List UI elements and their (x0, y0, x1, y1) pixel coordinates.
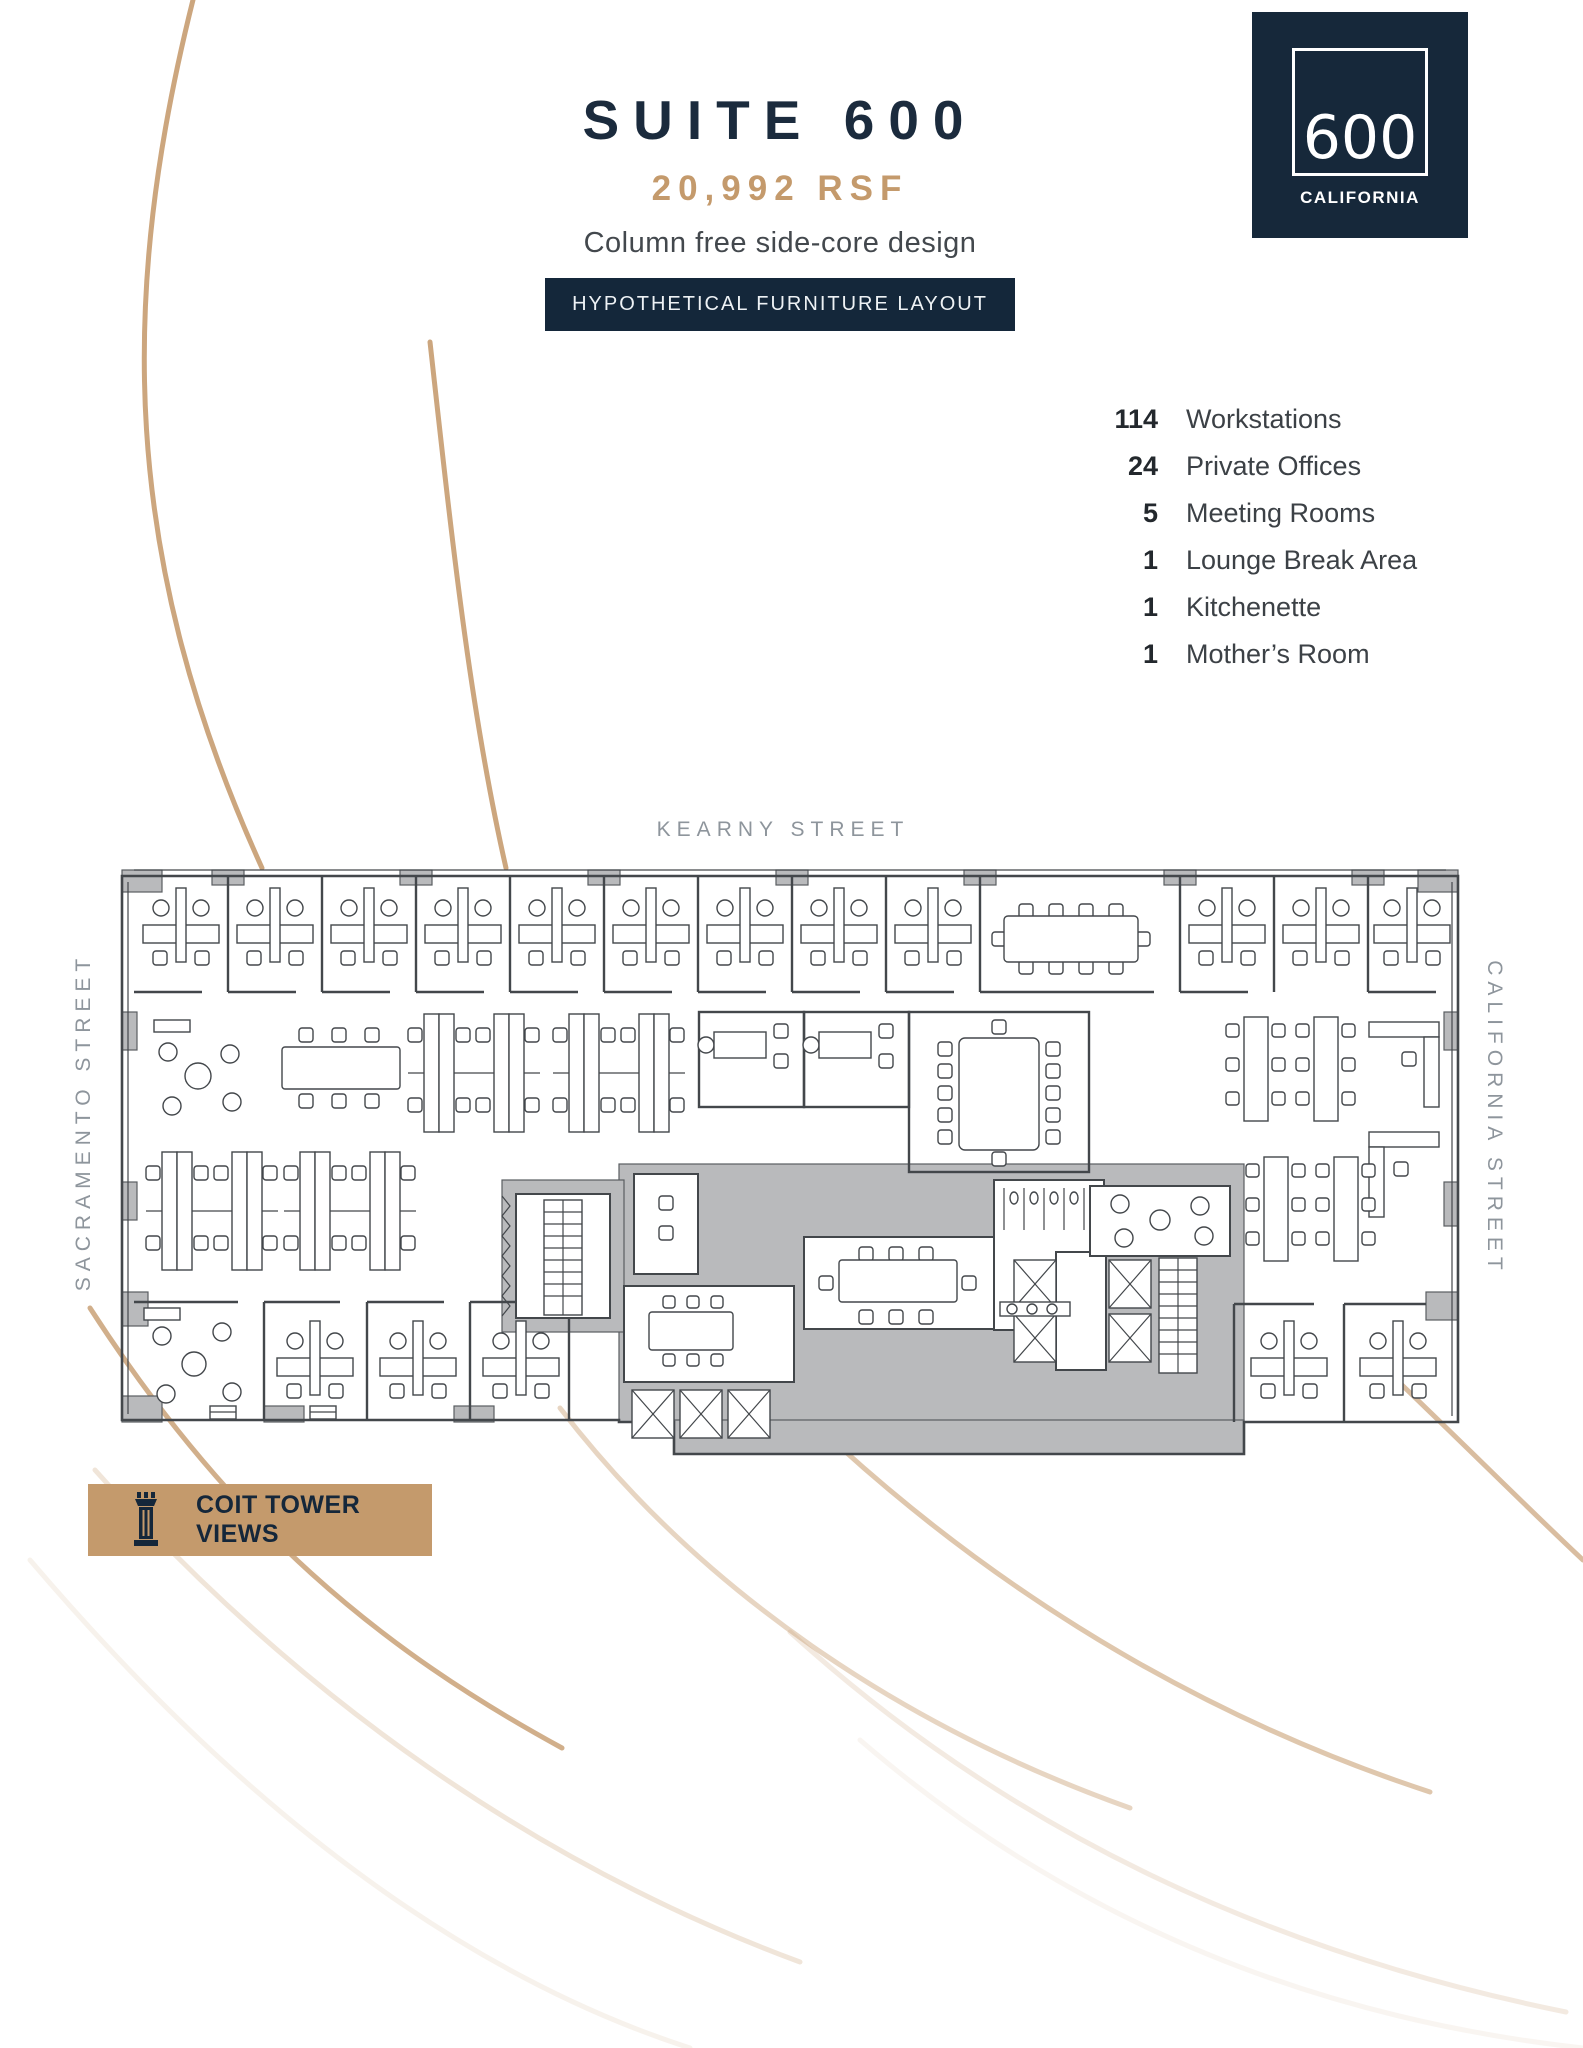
elevator-icon (1013, 1259, 1057, 1309)
stat-value: 1 (1142, 545, 1158, 575)
stat-value: 24 (1127, 451, 1158, 481)
elevator-icon (1108, 1313, 1152, 1363)
kitchenette (648, 1295, 734, 1367)
page-title: SUITE 600 (582, 89, 978, 151)
conference-room-top (991, 903, 1151, 975)
small-office-2 (802, 1023, 894, 1069)
rsf-value: 20,992 RSF (651, 169, 909, 208)
arc-through-badge (87, 1305, 565, 1751)
stat-value: 114 (1114, 404, 1158, 434)
stat-value: 1 (1142, 592, 1158, 622)
stats-list: 114 Workstations 24 Private Offices 5 Me… (1080, 404, 1417, 686)
header: SUITE 600 20,992 RSF Column free side-co… (455, 88, 1105, 331)
vertical-circulation (501, 1195, 1198, 1439)
stat-label: Meeting Rooms (1186, 498, 1376, 528)
building-outline (120, 869, 1460, 1456)
stat-row: 1 Kitchenette (1080, 592, 1417, 623)
stat-label: Private Offices (1186, 451, 1362, 481)
hypothetical-layout-badge: HYPOTHETICAL FURNITURE LAYOUT (545, 278, 1015, 331)
street-label-sacramento: SACRAMENTO STREET (72, 952, 95, 1292)
elevator-icon (679, 1389, 723, 1439)
l-desks (1368, 1021, 1440, 1218)
elevator-icon (631, 1389, 675, 1439)
coit-tower-icon (134, 1492, 158, 1546)
subtitle: Column free side-core design (583, 227, 977, 259)
teaming-tables-2 (1245, 1156, 1376, 1262)
boardroom (937, 1019, 1061, 1167)
stat-label: Kitchenette (1186, 592, 1322, 622)
break-room (818, 1246, 977, 1325)
furniture (142, 887, 1451, 1420)
stat-value: 5 (1142, 498, 1158, 528)
teaming-tables-1 (1225, 1016, 1356, 1122)
building-logo: 600 CALIFORNIA (1252, 12, 1468, 238)
mothers-room (658, 1195, 674, 1241)
stat-row: 24 Private Offices (1080, 451, 1417, 482)
logo-square-outline (1292, 48, 1428, 176)
arc-top-mid (427, 339, 509, 871)
corner-lounge (143, 1307, 242, 1404)
print-area (209, 1405, 337, 1420)
small-office-1 (697, 1023, 789, 1069)
arc-fade-5 (787, 1629, 1569, 2015)
meeting-table-6 (281, 1027, 401, 1109)
arc-fade-1 (557, 1405, 1133, 1811)
restrooms (999, 1188, 1085, 1317)
elevator-icon (1108, 1259, 1152, 1309)
arc-top-left (141, 0, 265, 871)
stat-value: 1 (1142, 639, 1158, 669)
stat-label: Mother’s Room (1186, 639, 1370, 669)
stat-label: Workstations (1186, 404, 1342, 434)
arc-fade-6 (27, 1557, 693, 2048)
stat-row: 1 Lounge Break Area (1080, 545, 1417, 576)
logo-number: 600 (1252, 103, 1468, 173)
stat-row: 1 Mother’s Room (1080, 639, 1417, 670)
core-lounge (1110, 1194, 1214, 1248)
floor-plan (120, 869, 1460, 1456)
coit-tower-callout: COIT TOWER VIEWS (88, 1484, 432, 1556)
arc-fade-7 (857, 1737, 1583, 2048)
arc-fade-2 (772, 1382, 1433, 1795)
street-label-california: CALIFORNIA STREET (1483, 960, 1506, 1276)
stat-row: 5 Meeting Rooms (1080, 498, 1417, 529)
stairs-icon (543, 1199, 583, 1316)
arc-fade-4 (92, 1467, 803, 1965)
arc-fade-3 (1399, 1382, 1583, 1563)
lounge-nook (153, 1019, 242, 1116)
stat-row: 114 Workstations (1080, 404, 1417, 435)
interior-walls (134, 876, 1436, 1422)
elevator-icon (1013, 1313, 1057, 1363)
logo-name: CALIFORNIA (1300, 188, 1420, 207)
coit-tower-label: COIT TOWER VIEWS (196, 1491, 361, 1548)
elevator-icon (727, 1389, 771, 1439)
stairs-icon (1158, 1257, 1198, 1374)
stat-label: Lounge Break Area (1186, 545, 1418, 575)
street-label-kearny: KEARNY STREET (656, 818, 910, 841)
